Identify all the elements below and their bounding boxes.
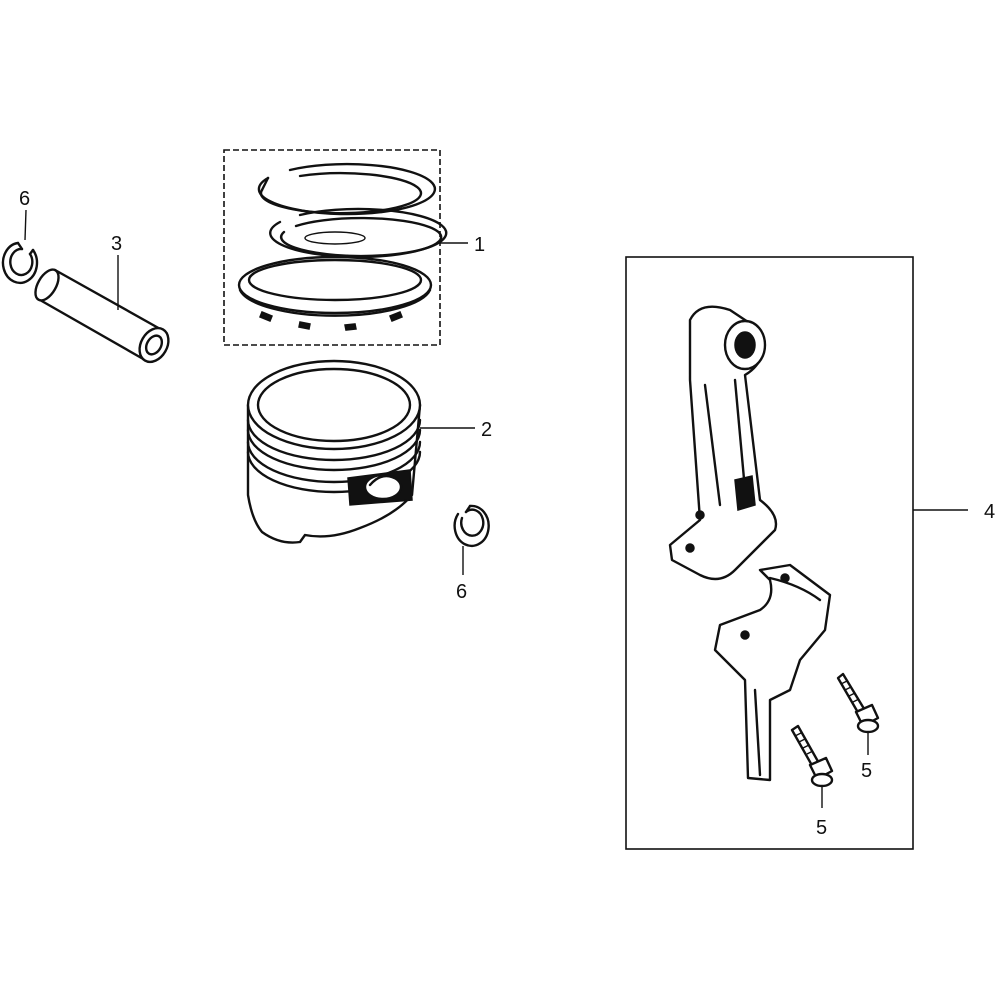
leader-6a (24, 209, 27, 241)
piston-pin[interactable] (31, 266, 175, 367)
callout-5b: 5 (816, 817, 827, 839)
callout-6b: 6 (456, 581, 467, 603)
piston[interactable] (246, 359, 422, 544)
callout-5a: 5 (861, 760, 872, 782)
circlip-left[interactable] (1, 241, 39, 285)
connecting-rod-box (625, 256, 914, 850)
bolt-left[interactable] (790, 724, 834, 788)
connecting-rod[interactable] (668, 305, 832, 782)
bolt-right[interactable] (836, 672, 880, 734)
callout-6a: 6 (19, 188, 30, 210)
callout-1: 1 (474, 234, 485, 256)
circlip-right[interactable] (453, 504, 490, 548)
callout-4: 4 (984, 501, 995, 523)
callout-3: 3 (111, 233, 122, 255)
callout-2: 2 (481, 419, 492, 441)
ring-set-box (223, 149, 441, 346)
piston-ring-set[interactable] (237, 162, 448, 331)
